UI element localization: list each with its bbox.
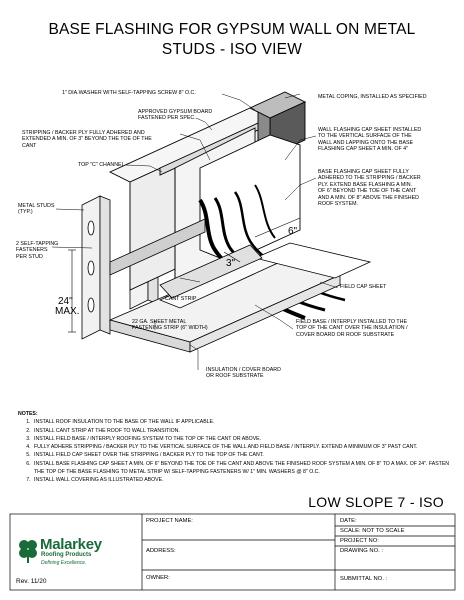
callout-metal-studs: METAL STUDS (TYP.) (18, 203, 55, 216)
malarkey-logo: Malarkey Roofing Products Defining Excel… (16, 536, 140, 572)
callout-coping: METAL COPING, INSTALLED AS SPECIFIED (318, 94, 427, 100)
revision-label: Rev. 11/20 (16, 578, 47, 585)
dim-six-inch: 6" (288, 226, 298, 237)
submittal-no-label: SUBMITTAL NO. : (340, 576, 388, 582)
note-item: INSTALL FIELD BASE / INTERPLY ROOFING SY… (32, 435, 458, 443)
logo-tagline: Defining Excellence. (41, 560, 87, 566)
logo-name: Malarkey (40, 536, 102, 553)
notes-heading: NOTES: (18, 411, 38, 417)
notes-list: INSTALL ROOF INSULATION TO THE BASE OF T… (18, 418, 458, 484)
callout-insulation: INSULATION / COVER BOARD OR ROOF SUBSTRA… (206, 367, 281, 380)
drawing-title: BASE FLASHING FOR GYPSUM WALL ON METAL S… (10, 20, 454, 60)
roof-assembly (108, 242, 372, 353)
note-item: INSTALL ROOF INSULATION TO THE BASE OF T… (32, 418, 458, 426)
callout-base-flashing: BASE FLASHING CAP SHEET FULLY ADHERED TO… (318, 169, 421, 208)
note-item: INSTALL WALL COVERING AS ILLUSTRATED ABO… (32, 476, 458, 484)
note-item: FULLY ADHERE STRIPPING / BACKER PLY TO T… (32, 443, 458, 451)
callout-wall-flashing: WALL FLASHING CAP SHEET INSTALLED TO THE… (318, 127, 422, 153)
note-item: INSTALL BASE FLASHING CAP SHEET A MIN. O… (32, 460, 458, 477)
shamrock-icon (19, 540, 37, 563)
leader-lines (51, 93, 339, 370)
callout-field-cap: FIELD CAP SHEET (340, 284, 387, 290)
project-name-label: PROJECT NAME: (146, 518, 193, 524)
callout-stripping: STRIPPING / BACKER PLY FULLY ADHERED AND… (22, 130, 152, 149)
callout-gypsum: APPROVED GYPSUM BOARD FASTENED PER SPEC. (138, 109, 213, 122)
callout-field-base: FIELD BASE / INTERPLY INSTALLED TO THE T… (296, 319, 408, 338)
note-item: INSTALL CANT STRIP AT THE ROOF TO WALL T… (32, 427, 458, 435)
drawing-title-line1: BASE FLASHING FOR GYPSUM WALL ON METAL (48, 21, 416, 38)
date-label: DATE: (340, 518, 357, 524)
logo-sub: Roofing Products (41, 552, 92, 558)
callout-sheet-metal: 22 GA. SHEET METAL FASTENING STRIP (6" W… (132, 319, 208, 332)
scale-label: SCALE: NOT TO SCALE (340, 528, 405, 534)
project-no-label: PROJECT NO: (340, 538, 379, 544)
drawing-title-line2: STUDS - ISO VIEW (161, 41, 303, 58)
callout-screws: 2 SELF-TAPPING FASTENERS PER STUD (16, 241, 59, 260)
callout-cant: CANT STRIP (165, 296, 197, 302)
cant-strip (159, 244, 263, 299)
sheet-metal-strip (109, 218, 206, 276)
callout-washer: 1" DIA.WASHER WITH SELF-TAPPING SCREW 8"… (62, 90, 196, 96)
callout-top-channel: TOP "C" CHANNEL (78, 162, 125, 168)
dimension-lines (68, 217, 301, 333)
address-label: ADDRESS: (146, 548, 176, 554)
dim-three-inch: 3" (226, 258, 236, 269)
sheet-name: LOW SLOPE 7 - ISO (308, 494, 444, 510)
owner-label: OWNER: (146, 575, 170, 581)
drawing-no-label: DRAWING NO. : (340, 548, 383, 554)
note-item: INSTALL FIELD CAP SHEET OVER THE STRIPPI… (32, 451, 458, 459)
notes-section: NOTES: INSTALL ROOF INSULATION TO THE BA… (18, 410, 458, 485)
dim-max-word: MAX. (55, 306, 80, 317)
dim-max-num: 24" (58, 296, 73, 307)
